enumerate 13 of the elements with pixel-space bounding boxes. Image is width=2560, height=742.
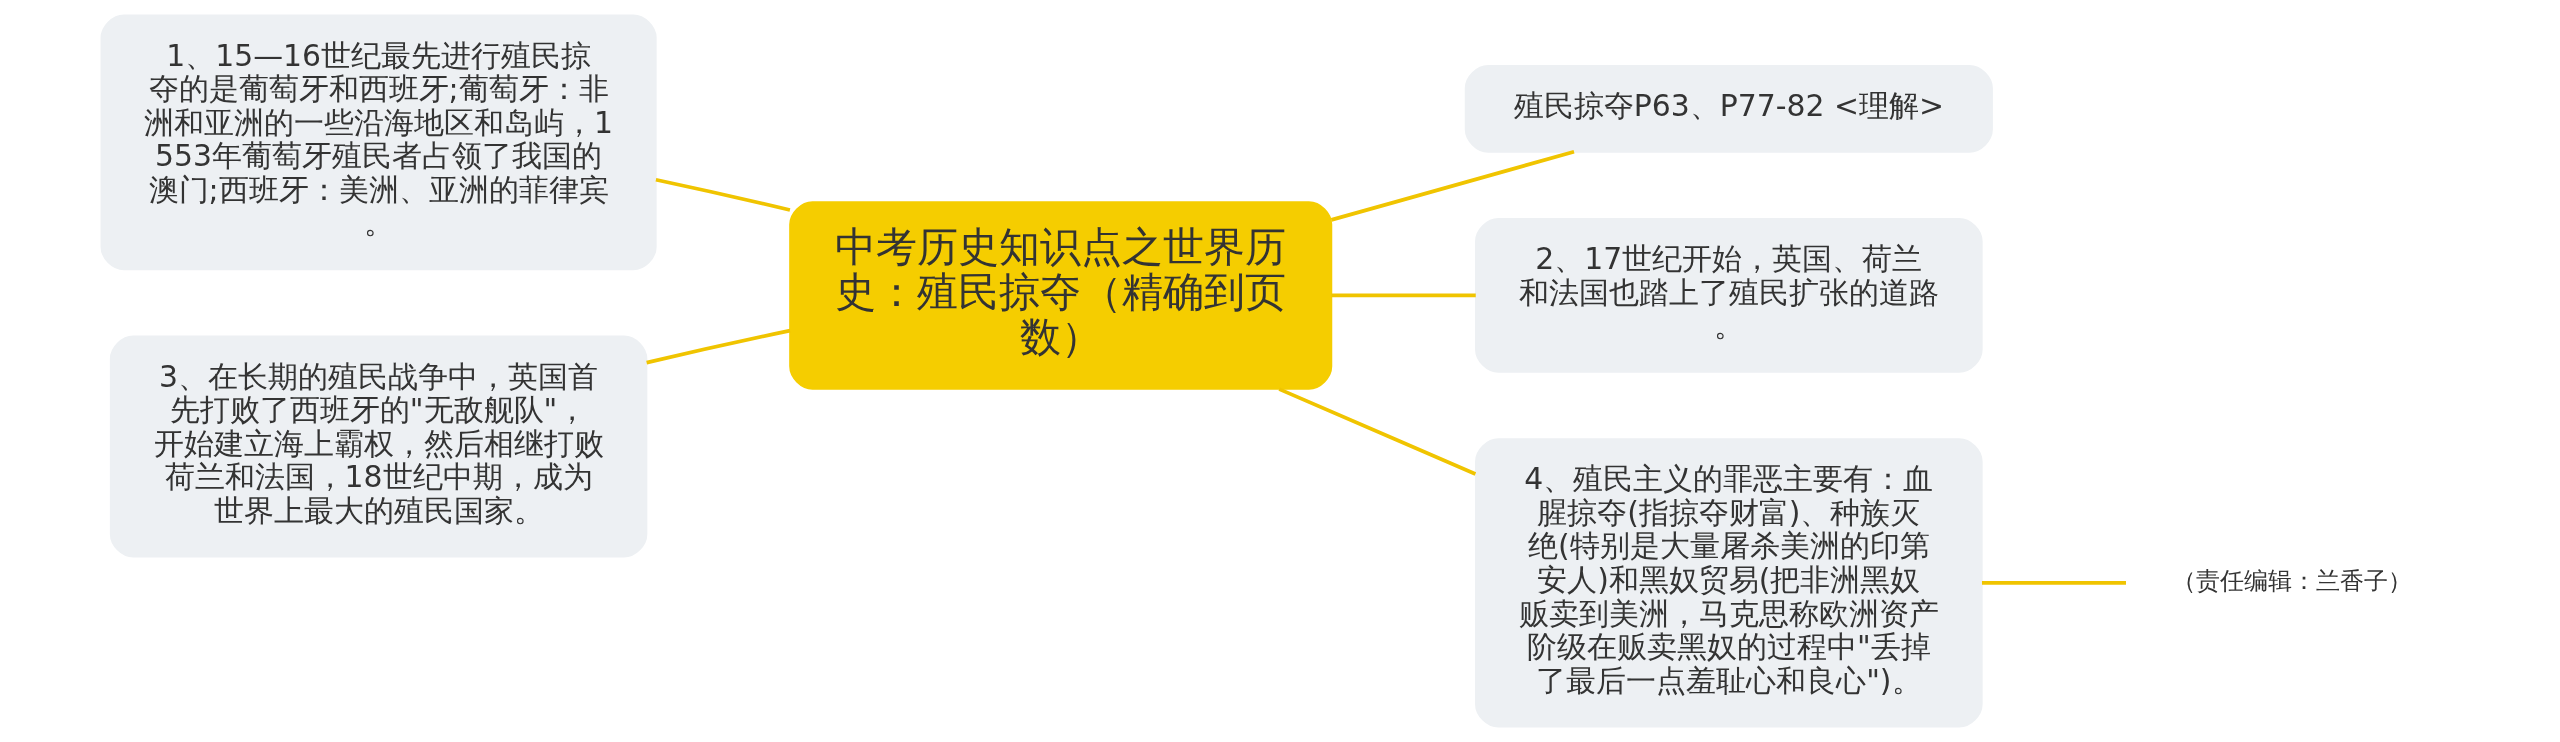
connector — [1330, 149, 1575, 222]
connector — [655, 177, 791, 212]
node-box: 3、在长期的殖民战争中，英国首先打败了西班牙的"无敌舰队"，开始建立海上霸权，然后相继打败荷兰和法国，18世纪中期，成为世界上最大的殖民国家。 — [109, 335, 648, 558]
node-box: 1、15—16世纪最先进行殖民掠夺的是葡萄牙和西班牙;葡萄牙：非洲和亚洲的一些沿海地区和岛屿，1553年葡萄牙殖民者占领了我国的澳门;西班牙：美洲、亚洲的菲律宾。 — [100, 14, 657, 271]
node-box: 4、殖民主义的罪恶主要有：血腥掠夺(指掠夺财富)、种族灭绝(特别是大量屠杀美洲的印第安人)和黑奴贸易(把非洲黑奴贩卖到美洲，马克思称欧洲资产阶级在贩卖黑奴的过程中"丢掉了最后一点羞耻心和良心")。 — [1475, 438, 1983, 728]
connector — [1331, 293, 1476, 298]
connector — [1981, 580, 2126, 585]
connector — [646, 328, 791, 365]
node-box: 殖民掠夺P63、P77-82 <理解> — [1464, 64, 1993, 153]
node-box: 中考历史知识点之世界历史：殖民掠夺（精确到页数） — [789, 201, 1333, 390]
node-box: 2、17世纪开始，英国、荷兰和法国也踏上了殖民扩张的道路。 — [1475, 217, 1983, 373]
node-text: （责任编辑：兰香子） — [2172, 566, 2413, 596]
connector — [1278, 387, 1477, 476]
